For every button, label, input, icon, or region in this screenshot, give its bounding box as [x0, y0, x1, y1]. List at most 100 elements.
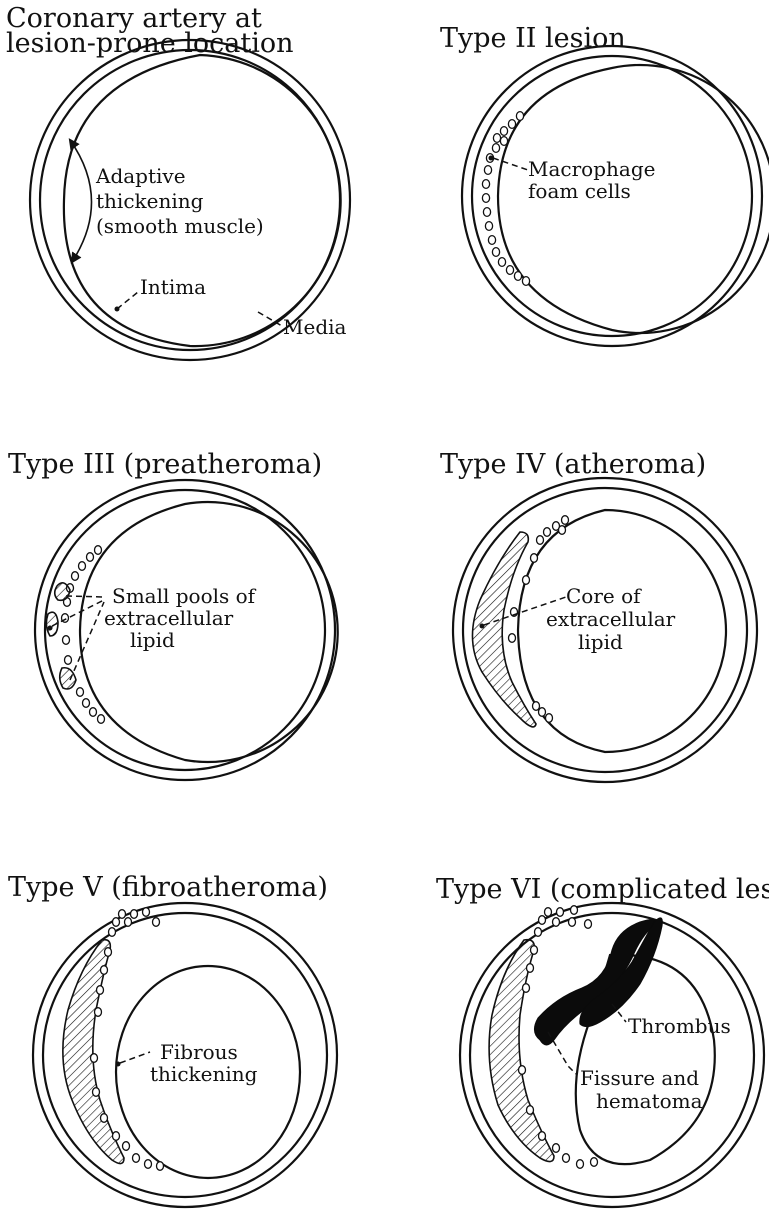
thrombus-label: Thrombus — [628, 1014, 731, 1038]
foam-cell — [527, 964, 534, 973]
foam-cell — [591, 1158, 598, 1167]
foam-cell — [63, 636, 70, 645]
foam-cell — [91, 1054, 98, 1063]
foam-cell — [97, 986, 104, 995]
panel3-title: Type III (preatheroma) — [8, 449, 322, 480]
foam-cell — [544, 528, 551, 537]
panel2-title: Type II lesion — [440, 23, 626, 54]
panel5-title: Type V (fibroatheroma) — [8, 872, 328, 903]
panel-type-vi: Type VI (complicated lesion) — [436, 874, 769, 1207]
panel-type-iii: Type III (preatheroma) Small pools — [8, 449, 338, 780]
panel-type-v: Type V (fibroatheroma) — [8, 872, 337, 1207]
foam-cell — [523, 984, 530, 993]
foam-cell — [535, 928, 542, 937]
panel5-label-line2: thickening — [150, 1062, 258, 1086]
foam-cell — [79, 562, 86, 571]
foam-cell — [95, 1008, 102, 1017]
foam-cell — [131, 910, 138, 919]
foam-cell — [145, 1160, 152, 1169]
foam-cell — [488, 236, 495, 245]
foam-cell — [553, 918, 560, 927]
foam-cell — [482, 180, 489, 189]
lipid-pointer-dot — [48, 626, 53, 631]
foam-cell — [523, 576, 530, 585]
panel6-fissure-line2: hematoma — [596, 1089, 703, 1113]
foam-cell — [492, 144, 499, 153]
foam-cell — [546, 714, 553, 723]
foam-cell — [109, 928, 116, 937]
foam-cell — [559, 526, 566, 535]
foam-cell — [101, 966, 108, 975]
foam-cell — [533, 702, 540, 711]
foam-cell — [484, 166, 491, 175]
foam-cell — [93, 1088, 100, 1097]
foam-cell — [527, 1106, 534, 1115]
foam-cell — [492, 248, 499, 257]
foam-cells — [62, 546, 105, 724]
panel1-title-line2: lesion-prone location — [6, 28, 294, 59]
foam-cell — [569, 918, 576, 927]
panel2-label-line2: foam cells — [528, 179, 631, 203]
foam-cell — [133, 1154, 140, 1163]
foam-cell — [119, 910, 126, 919]
foam-cell — [562, 516, 569, 525]
panel-type-ii: Type II lesion Macrophage fo — [440, 23, 769, 346]
panel4-label-line2: extracellular — [546, 607, 676, 631]
foam-cell — [531, 554, 538, 563]
foam-cell — [485, 222, 492, 231]
panel-normal-artery: Coronary artery at lesion-prone location… — [6, 3, 350, 360]
fibrous-leader — [120, 1052, 150, 1063]
foam-cell — [571, 906, 578, 915]
fibrous-pointer-dot — [116, 1062, 121, 1067]
foam-cell — [125, 918, 132, 927]
foam-cell — [563, 1154, 570, 1163]
panel6-fissure-line1: Fissure and — [580, 1066, 699, 1090]
foam-cell — [123, 1142, 130, 1151]
lipid-pool — [55, 583, 70, 600]
core-pointer-dot — [480, 624, 485, 629]
foam-cell — [519, 1066, 526, 1075]
foam-cell — [577, 1160, 584, 1169]
panel3-label-line3: lipid — [130, 628, 175, 652]
foam-cell — [83, 699, 90, 708]
foam-cell — [90, 708, 97, 717]
foam-cell-pointer-dot — [489, 156, 494, 161]
foam-cell — [72, 572, 79, 581]
lipid-core — [63, 940, 124, 1164]
intima-pointer-dot — [115, 307, 120, 312]
foam-cell — [498, 258, 505, 267]
foam-cell — [545, 908, 552, 917]
panel2-label-line1: Macrophage — [528, 157, 655, 181]
foam-cell — [153, 918, 160, 927]
foam-cell — [493, 134, 500, 143]
adaptive-label-line3: (smooth muscle) — [96, 214, 264, 238]
foam-cell — [539, 708, 546, 717]
foam-cell — [157, 1162, 164, 1171]
foam-cell-leader — [493, 158, 528, 170]
panel5-label-line1: Fibrous — [160, 1040, 238, 1064]
foam-cell — [506, 266, 513, 275]
foam-cell — [500, 137, 507, 146]
foam-cell — [482, 194, 489, 203]
panel6-title: Type VI (complicated lesion) — [436, 874, 769, 905]
foam-cell — [87, 553, 94, 562]
foam-cell — [516, 112, 523, 121]
foam-cells — [482, 112, 529, 286]
foam-cell — [557, 908, 564, 917]
foam-cell — [95, 546, 102, 555]
lipid-core — [489, 940, 554, 1162]
panel4-label-line1: Core of — [566, 584, 642, 608]
foam-cell — [509, 634, 516, 643]
foam-cell — [539, 916, 546, 925]
foam-cell — [537, 536, 544, 545]
foam-cell — [553, 1144, 560, 1153]
lipid-pool — [60, 668, 76, 689]
foam-cell — [65, 656, 72, 665]
panel3-label-line1: Small pools of — [112, 584, 257, 608]
intima-label: Intima — [140, 275, 206, 299]
panel4-title: Type IV (atheroma) — [440, 449, 706, 480]
panel4-label-line3: lipid — [578, 630, 623, 654]
adaptive-label-line2: thickening — [96, 189, 204, 213]
foam-cell — [531, 946, 538, 955]
